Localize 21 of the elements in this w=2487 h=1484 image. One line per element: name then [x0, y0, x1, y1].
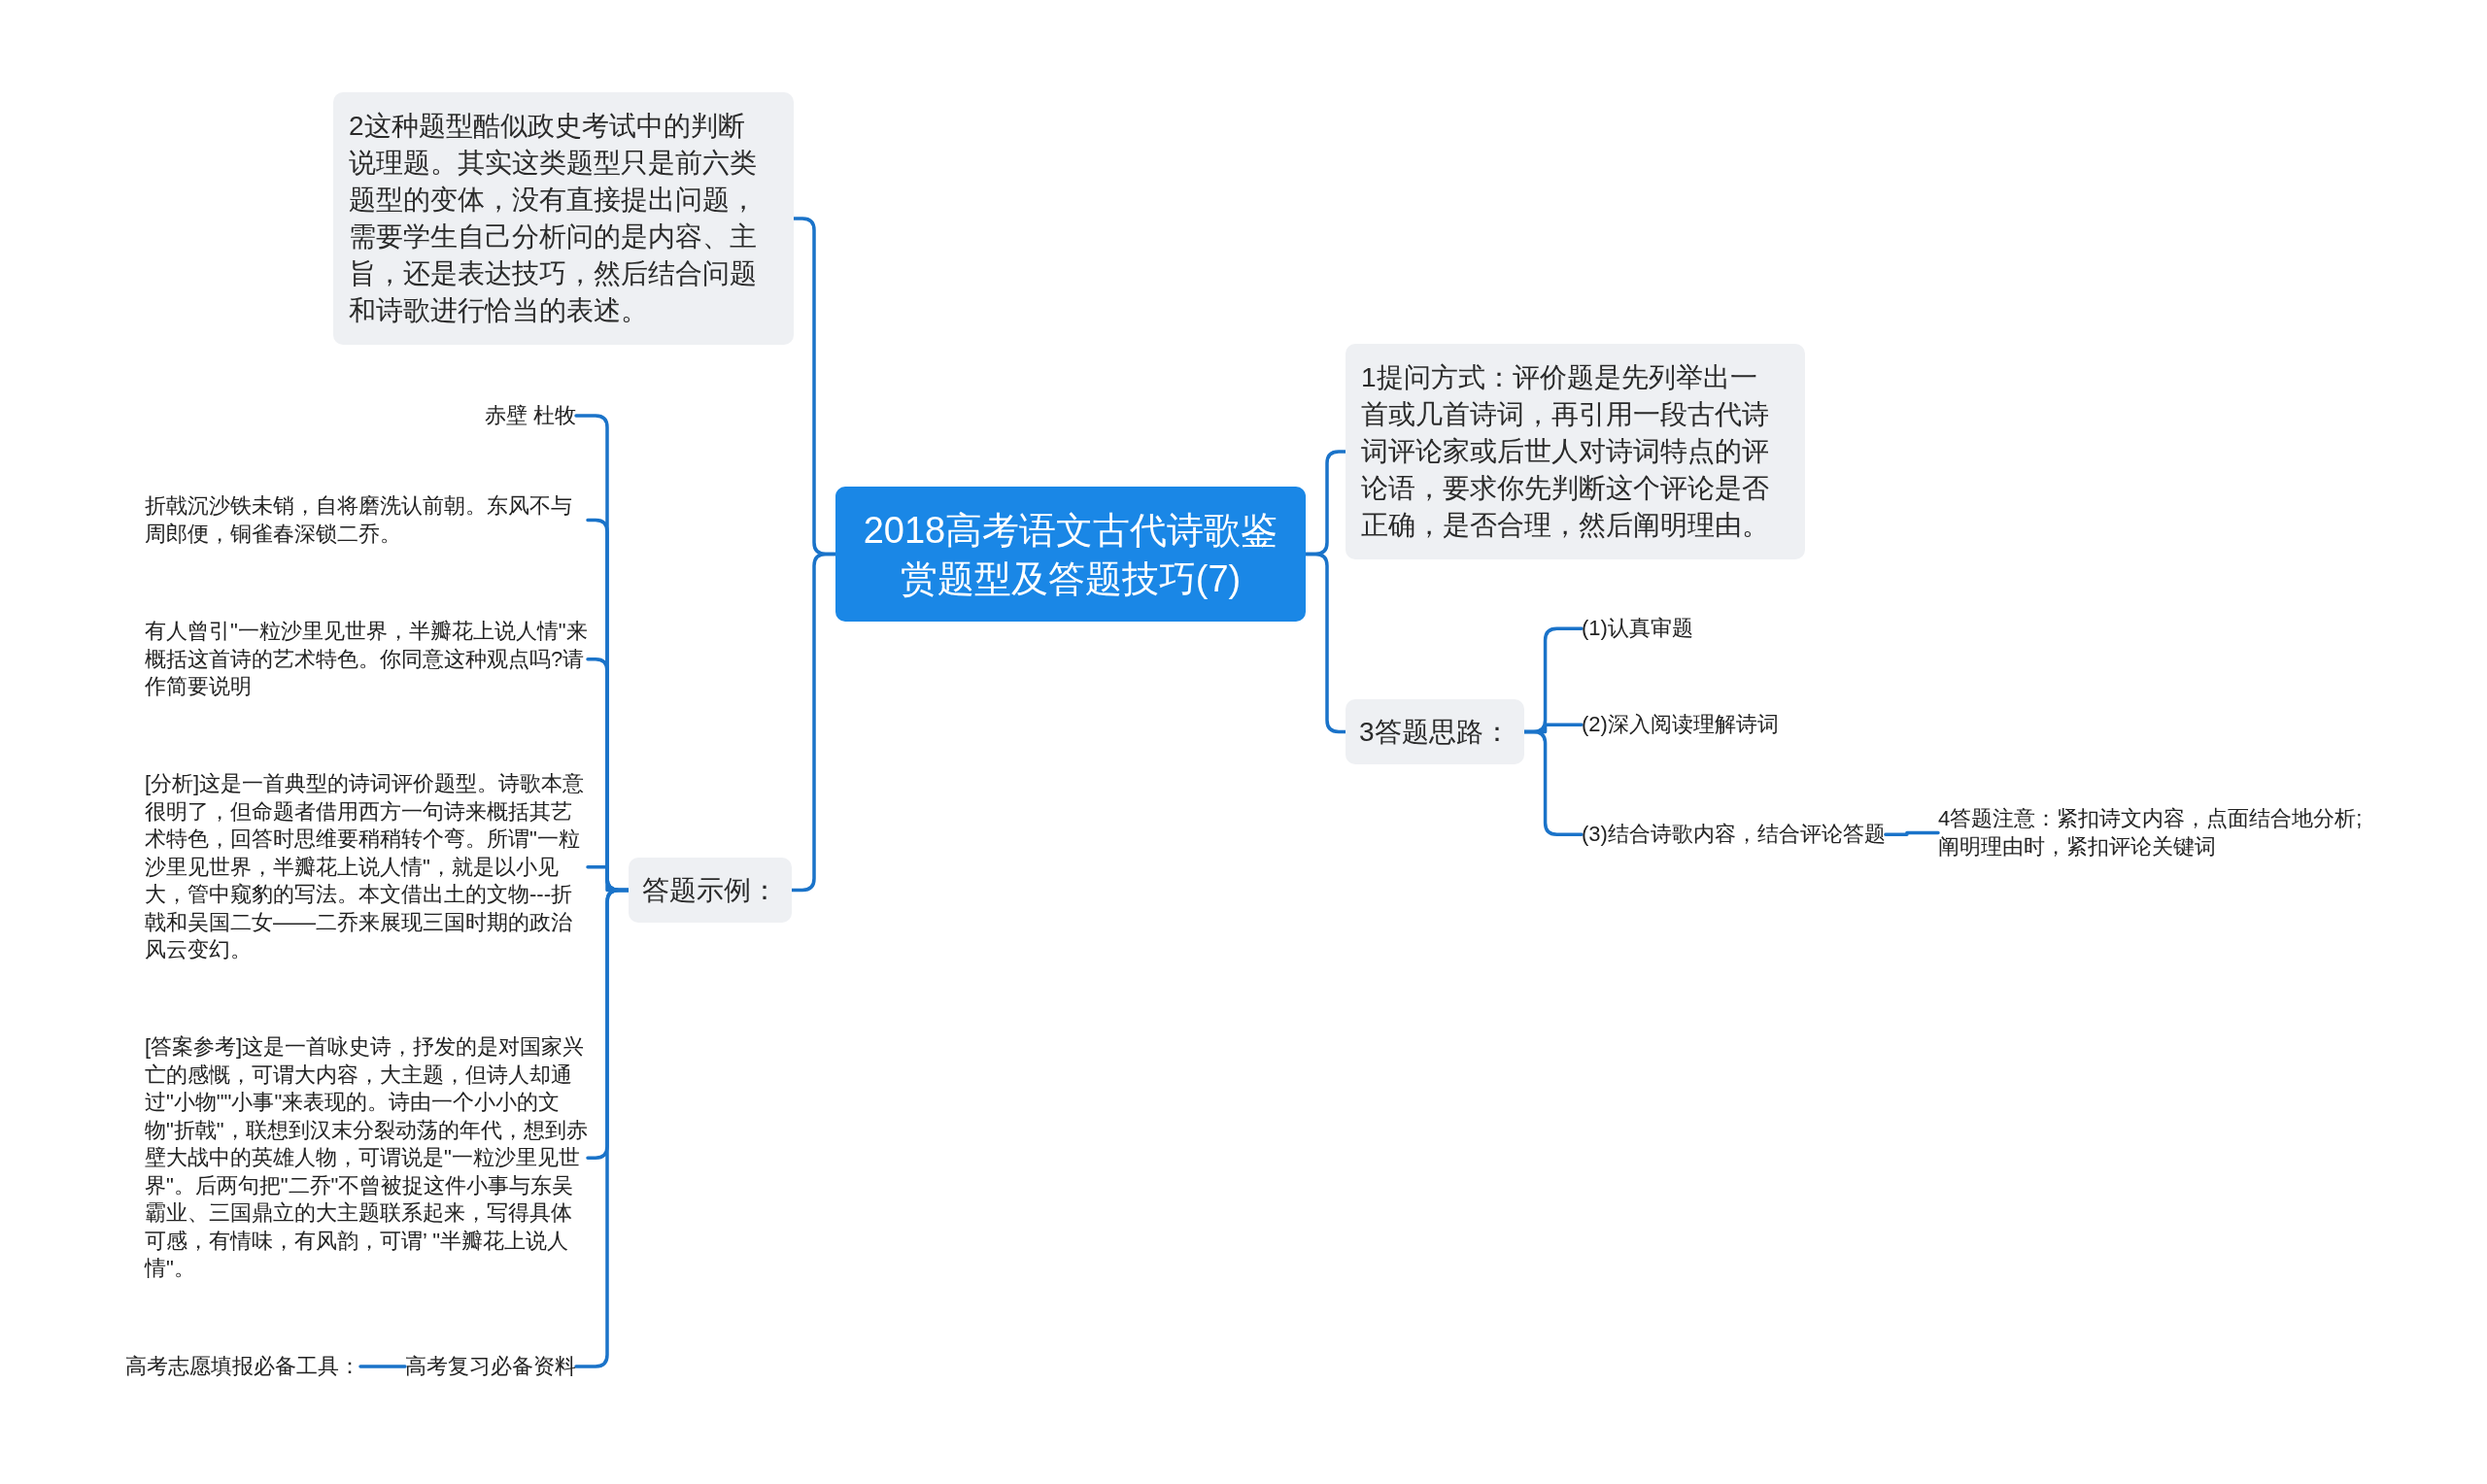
topic-card: 1提问方式：评价题是先列举出一首或几首诗词，再引用一段古代诗词评论家或后世人对诗词特点的评论语，要求你先判断这个评论是否正确，是否合理，然后阐明理由。 — [1346, 344, 1805, 559]
branch-text: 有人曾引"一粒沙里见世界，半瓣花上说人情"来概括这首诗的艺术特色。你同意这种观点吗?请作简要说明 — [145, 618, 588, 701]
branch-text: [答案参考]这是一首咏史诗，抒发的是对国家兴亡的感慨，可谓大内容，大主题，但诗人却通过"小物""小事"来表现的。诗由一个小小的文物"折戟"，联想到汉末分裂动荡的年代，想到赤壁大战中的英雄人物，可谓说是"一粒沙里见世界"。后两句把"二乔"不曾被捉这件小事与东吴霸业、三国鼎立的大主题联系起来，写得具体可感，有情味，有风韵，可谓’ "半瓣花上说人情"。 — [145, 1033, 588, 1283]
topic-card: 3答题思路： — [1346, 699, 1524, 764]
connector-line — [358, 1365, 407, 1368]
connector-line — [574, 888, 630, 1368]
branch-text: [分析]这是一首典型的诗词评价题型。诗歌本意很明了，但命题者借用西方一句诗来概括其艺术特色，回答时思维要稍稍转个弯。所谓"一粒沙里见世界，半瓣花上说人情"，就是以小见大，管中窥豹的写法。本文借出土的文物---折戟和吴国二女——二乔来展现三国时期的政治风云变幻。 — [145, 770, 588, 964]
branch-text: 高考志愿填报必备工具： — [125, 1353, 360, 1380]
branch-text: 赤壁 杜牧 — [484, 402, 576, 429]
branch-text: 折戟沉沙铁未销，自将磨洗认前朝。东风不与周郎便，铜雀春深锁二乔。 — [145, 492, 588, 548]
connector-line — [1304, 552, 1347, 734]
connector-line — [1884, 830, 1940, 836]
branch-text: (3)结合诗歌内容，结合评论答题 — [1582, 821, 1886, 849]
branch-text: 4答题注意：紧扣诗文内容，点面结合地分析;阐明理由时，紧扣评论关键词 — [1938, 805, 2375, 860]
branch-text: (2)深入阅读理解诗词 — [1582, 711, 1779, 739]
central-topic-box: 2018高考语文古代诗歌鉴赏题型及答题技巧(7) — [835, 487, 1306, 622]
topic-card: 答题示例： — [629, 858, 792, 923]
topic-card: 2这种题型酷似政史考试中的判断说理题。其实这类题型只是前六类题型的变体，没有直接提出问题，需要学生自己分析问的是内容、主旨，还是表达技巧，然后结合问题和诗歌进行恰当的表述。 — [333, 92, 794, 345]
connector-line — [790, 552, 837, 893]
branch-text: 高考复习必备资料 — [405, 1353, 576, 1380]
branch-text: (1)认真审题 — [1582, 615, 1693, 643]
